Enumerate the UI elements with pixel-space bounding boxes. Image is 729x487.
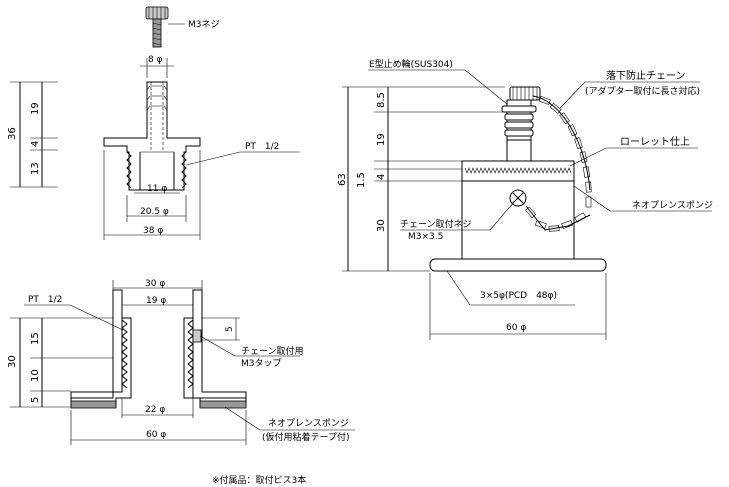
dim-30: 30 [7, 355, 18, 368]
dim-60phi-bottom: 60 φ [146, 430, 166, 440]
assembly-right [429, 86, 607, 272]
dim-19-right: 19 [376, 133, 387, 146]
knurl-label: ローレット仕上 [620, 135, 690, 148]
chain-screw-label-1: チェーン取付ネジ [400, 219, 472, 230]
screw-label: M3ネジ [188, 19, 220, 30]
footnote: ※付属品：取付ビス3本 [212, 474, 306, 486]
dim-11phi: 11 φ [147, 184, 167, 194]
dim-13: 13 [30, 162, 41, 175]
dim-30phi: 30 φ [145, 279, 165, 289]
m3-screw [145, 6, 169, 48]
dim-1-5: 1.5 [356, 172, 367, 188]
tap-label-1: チェーン取付用 [241, 346, 304, 357]
dim-4: 4 [30, 141, 41, 147]
dim-60phi-right: 60 φ [506, 323, 526, 333]
chain-label-2: (アダプター取付に長さ対応) [585, 85, 700, 97]
dim-30-right: 30 [376, 219, 387, 232]
dim-5: 5 [30, 397, 41, 403]
dim-22phi: 22 φ [145, 405, 165, 415]
pt-label-bottom: PT 1/2 [28, 295, 62, 305]
holes-label: 3×5φ(PCD 48φ) [480, 291, 557, 301]
dim-15: 15 [30, 332, 41, 345]
dim-10: 10 [30, 369, 41, 382]
chain-screw-label-2: M3×3.5 [408, 232, 443, 242]
sponge-label-2: (仮付用粘着テープ付) [262, 431, 349, 443]
dim-4-right: 4 [376, 174, 387, 180]
sponge-label-1: ネオプレンスポンジ [268, 418, 349, 429]
e-ring-label: E型止め輪(SUS304) [369, 58, 453, 70]
sponge-label-right: ネオプレンスポンジ [632, 200, 713, 211]
tap-label-2: M3タップ [241, 358, 282, 369]
chain-label-1: 落下防止チェーン [606, 69, 686, 82]
dim-63: 63 [337, 173, 348, 186]
dim-19phi: 19 φ [146, 296, 166, 306]
dim-side-5: 5 [225, 326, 235, 332]
pt-label-top: PT 1/2 [245, 142, 279, 152]
dim-19: 19 [30, 102, 41, 115]
adapter-top-left [103, 81, 201, 191]
dim-36: 36 [7, 127, 18, 140]
adapter-bottom-left [70, 289, 247, 409]
screw-width-dim: 8 φ [148, 55, 163, 65]
dim-38phi: 38 φ [143, 226, 163, 236]
dim-20-5phi: 20.5 φ [140, 207, 169, 217]
dim-8-5: 8.5 [376, 92, 387, 108]
